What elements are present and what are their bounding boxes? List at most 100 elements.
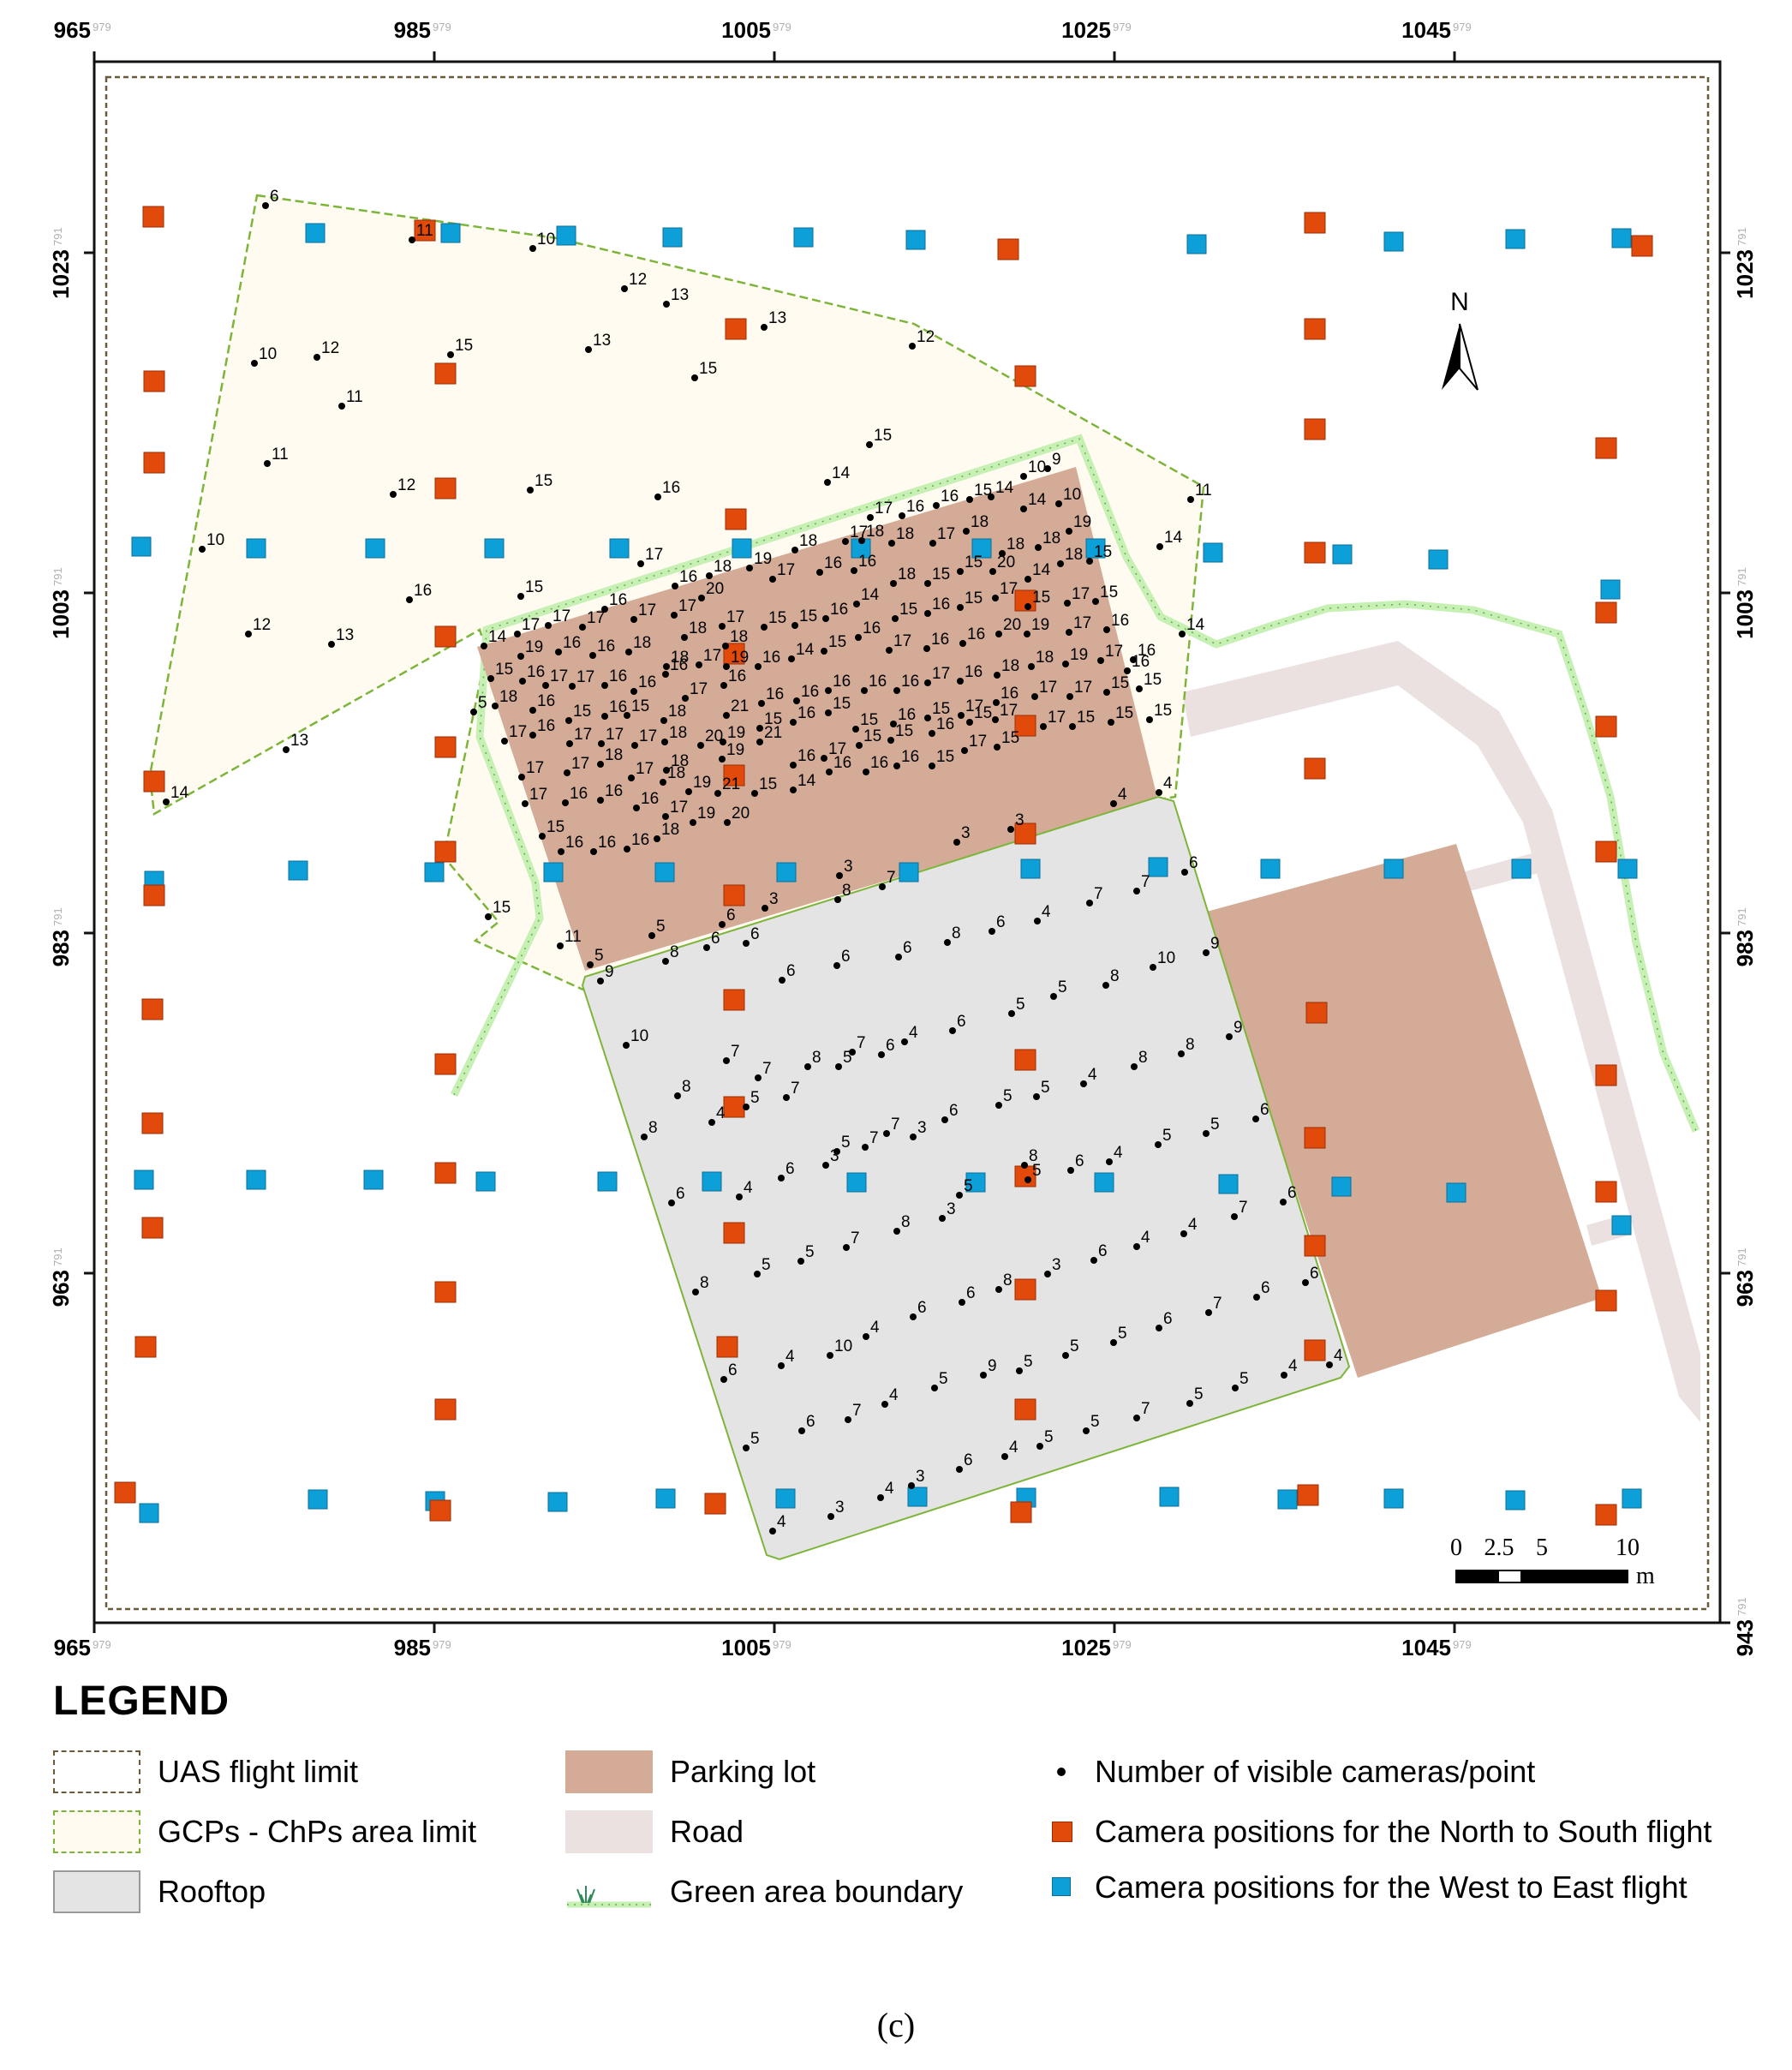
visibility-point <box>723 663 730 670</box>
visibility-point <box>827 1513 834 1520</box>
visibility-point <box>929 730 935 737</box>
scale-label-2-5: 2.5 <box>1484 1535 1514 1561</box>
we-camera-marker <box>1186 234 1207 254</box>
we-camera-marker <box>846 1172 867 1193</box>
visibility-point <box>447 351 454 358</box>
legend-label-flight-limit: UAS flight limit <box>158 1754 359 1789</box>
visibility-point <box>1181 869 1188 876</box>
visibility-point <box>1280 1199 1287 1206</box>
visibility-point <box>663 301 670 308</box>
ns-camera-marker <box>434 625 457 648</box>
visibility-point <box>1036 1443 1043 1450</box>
visibility-point <box>888 540 895 547</box>
parking-lot-main <box>477 467 1167 971</box>
visibility-count-label: 16 <box>1132 653 1150 671</box>
x-tick-suffix: 979 <box>93 21 111 33</box>
legend-item-we-cams: Camera positions for the West to East fl… <box>1095 1863 1687 1912</box>
visibility-count-label: 12 <box>253 616 271 634</box>
visibility-point <box>821 755 827 762</box>
ns-camera-marker <box>434 1281 457 1303</box>
visibility-count-label: 14 <box>170 784 189 802</box>
visibility-point <box>953 839 960 846</box>
visibility-count-label: 14 <box>796 641 815 659</box>
visibility-point <box>957 604 964 611</box>
visibility-count-label: 16 <box>797 704 815 722</box>
visibility-count-label: 3 <box>916 1468 925 1486</box>
we-camera-marker <box>899 862 919 882</box>
visibility-point <box>961 747 968 754</box>
visibility-count-label: 7 <box>1213 1295 1222 1313</box>
visibility-count-label: 17 <box>777 561 795 579</box>
y-tick-label: 1003 <box>48 589 74 639</box>
visibility-count-label: 3 <box>947 1200 956 1218</box>
visibility-count-label: 7 <box>869 1129 879 1147</box>
we-camera-marker <box>305 223 326 243</box>
visibility-count-label: 8 <box>1110 967 1120 985</box>
visibility-count-label: 13 <box>768 309 786 327</box>
visibility-count-label: 6 <box>1163 1310 1173 1328</box>
visibility-point <box>852 726 859 733</box>
visibility-point <box>708 1119 715 1126</box>
visibility-point <box>1156 543 1163 550</box>
legend-item-parking: Parking lot <box>670 1747 815 1797</box>
visibility-count-label: 8 <box>1003 1271 1012 1289</box>
visibility-point <box>743 1445 750 1451</box>
we-camera-marker <box>1332 544 1353 565</box>
visibility-count-label: 9 <box>988 1357 997 1375</box>
ns-camera-marker <box>1304 1127 1326 1149</box>
ns-camera-layer <box>114 206 1653 1526</box>
legend-item-rooftop: Rooftop <box>158 1867 266 1917</box>
visibility-point <box>995 631 1002 637</box>
visibility-count-label: 17 <box>965 697 983 715</box>
ns-camera-marker <box>997 238 1019 260</box>
scale-bar-seg-3 <box>1542 1570 1628 1582</box>
visibility-point <box>924 610 931 617</box>
visibility-point <box>518 774 525 781</box>
legend-swatch-we-cams <box>1052 1877 1071 1896</box>
visibility-point <box>1156 789 1162 796</box>
visibility-point <box>1001 1453 1008 1460</box>
we-camera-marker <box>1383 231 1404 252</box>
visibility-count-label: 15 <box>525 578 543 596</box>
visibility-point <box>564 769 570 776</box>
ns-camera-marker <box>1010 1501 1032 1523</box>
visibility-point <box>723 712 730 719</box>
visibility-point <box>899 512 905 519</box>
visibility-point <box>723 1057 730 1064</box>
visibility-count-label: 8 <box>952 924 961 942</box>
visibility-count-label: 16 <box>565 834 583 852</box>
visibility-point <box>993 699 1000 706</box>
visibility-point <box>1187 496 1194 503</box>
ns-camera-marker <box>143 884 165 906</box>
visibility-point <box>1024 576 1031 583</box>
visibility-count-label: 17 <box>875 500 893 518</box>
scale-bar-seg-1 <box>1456 1570 1499 1582</box>
visibility-point <box>1133 1243 1140 1250</box>
visibility-count-label: 14 <box>1032 561 1051 579</box>
visibility-count-label: 17 <box>1105 643 1123 661</box>
visibility-count-label: 15 <box>965 589 983 607</box>
ns-camera-marker <box>141 1112 164 1134</box>
green-area-boundary-dots <box>453 438 1697 1132</box>
visibility-count-label: 16 <box>597 637 615 655</box>
we-camera-marker <box>1428 549 1449 570</box>
visibility-count-label: 15 <box>573 703 591 721</box>
we-camera-marker <box>543 862 564 882</box>
visibility-point <box>890 580 897 587</box>
visibility-count-label: 5 <box>1239 1370 1249 1388</box>
visibility-point <box>959 1299 965 1306</box>
visibility-count-label: 19 <box>754 550 772 568</box>
visibility-count-label: 9 <box>605 963 614 981</box>
visibility-point <box>662 813 669 820</box>
visibility-point <box>663 663 670 670</box>
visibility-point <box>624 846 630 853</box>
visibility-point <box>863 769 869 775</box>
visibility-point <box>790 719 797 726</box>
visibility-point <box>924 580 931 587</box>
ns-camera-marker <box>723 1222 745 1244</box>
visibility-point <box>893 763 900 769</box>
visibility-point <box>597 761 604 768</box>
ns-camera-marker <box>1631 235 1653 257</box>
